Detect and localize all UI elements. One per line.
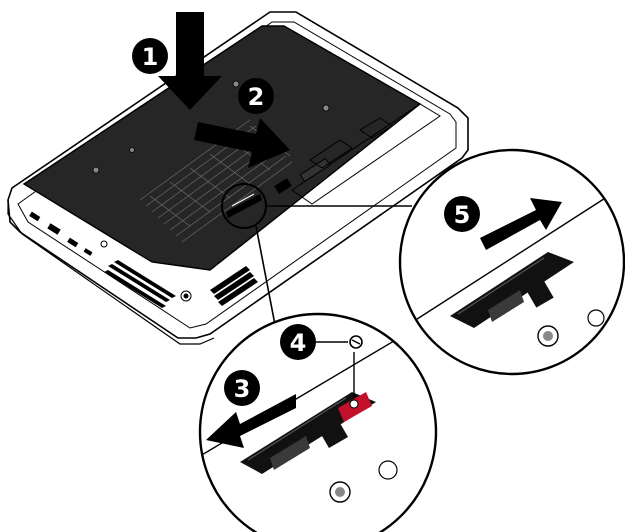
panel-screws — [92, 80, 330, 174]
arrow-right-icon — [480, 198, 562, 250]
laptop-side-edge — [7, 200, 215, 345]
screw-icon — [349, 335, 363, 349]
step-badge-2: 2 — [238, 78, 274, 114]
step-badge-1: 1 — [132, 38, 168, 74]
detail-circle-release — [398, 148, 625, 376]
step-badge-3: 3 — [224, 370, 260, 406]
laptop-base — [7, 11, 469, 345]
step-badge-5: 5 — [444, 196, 480, 232]
arrow-down-icon — [158, 12, 222, 110]
connector-line-down — [255, 225, 277, 331]
step-label-3: 3 — [234, 375, 251, 403]
detail-view-lock — [198, 312, 438, 532]
side-ports — [29, 211, 93, 256]
callout-latch-small — [226, 193, 262, 218]
step-label-1: 1 — [142, 43, 159, 71]
step-label-4: 4 — [290, 329, 307, 357]
detail-view-release — [398, 148, 625, 376]
chassis-details — [100, 103, 441, 302]
arrow-left-icon — [206, 394, 296, 448]
step-label-2: 2 — [248, 83, 265, 111]
arrow-right-icon — [194, 118, 290, 168]
step-label-5: 5 — [454, 201, 471, 229]
bottom-vents — [104, 260, 258, 308]
vent-grid — [139, 119, 293, 243]
latch-closed — [450, 252, 574, 328]
step-badge-4: 4 — [280, 324, 316, 360]
